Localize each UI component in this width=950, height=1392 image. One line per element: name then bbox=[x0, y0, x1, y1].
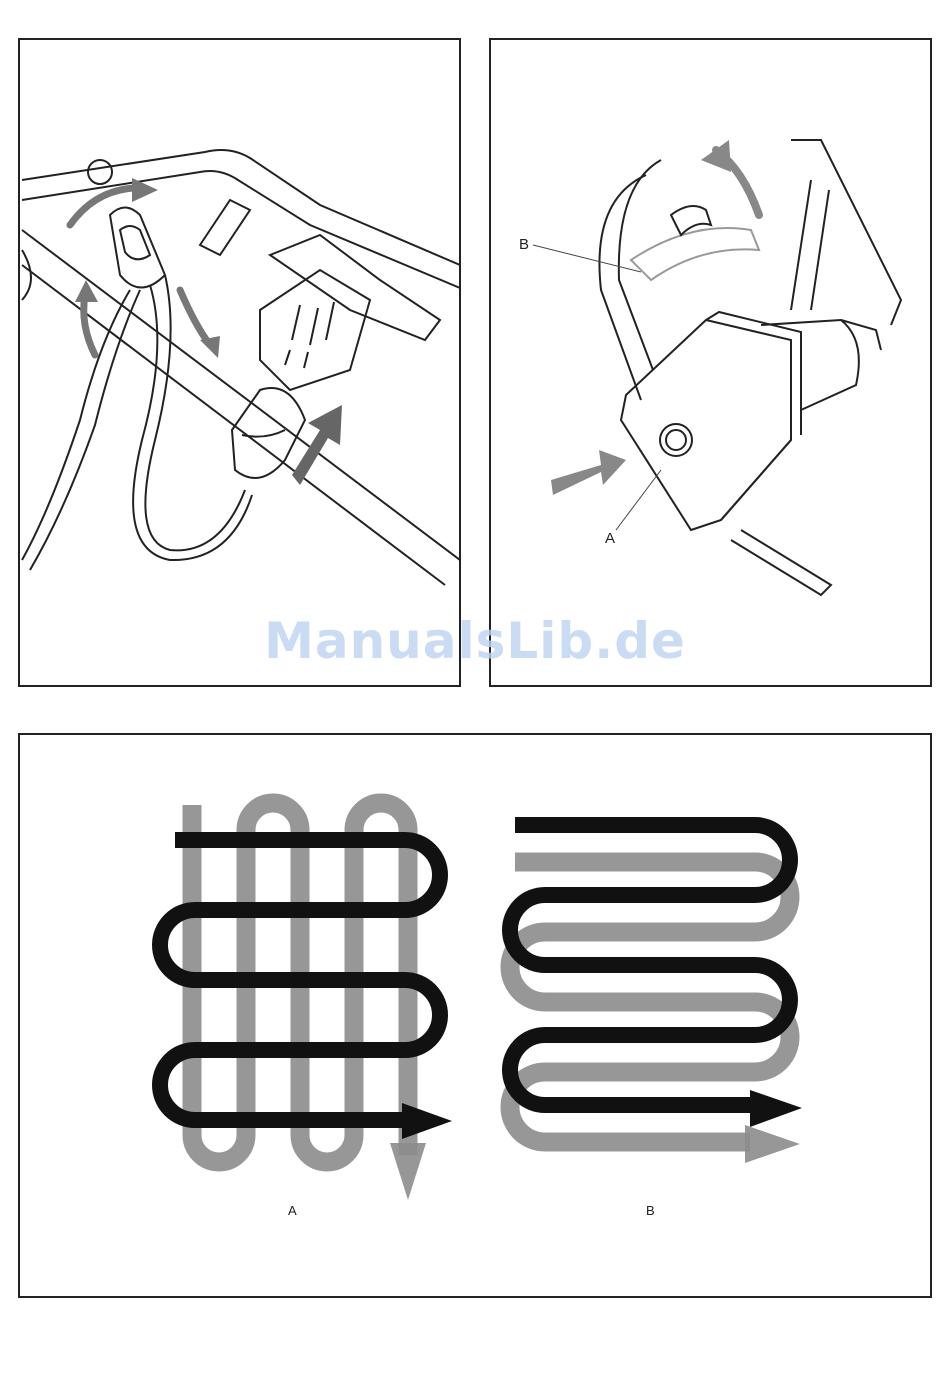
mowing-pattern-b bbox=[510, 825, 802, 1163]
callout-label-a: A bbox=[605, 530, 615, 547]
cable-hook-illustration bbox=[20, 40, 461, 687]
illustration-cable-hook bbox=[18, 38, 461, 687]
illustration-mowing-patterns: A B bbox=[18, 733, 932, 1298]
callout-label-b: B bbox=[519, 236, 529, 253]
pattern-caption-b: B bbox=[646, 1203, 655, 1218]
pattern-caption-a: A bbox=[288, 1203, 297, 1218]
mowing-patterns-svg bbox=[20, 735, 932, 1298]
illustration-switch-box: B A bbox=[489, 38, 932, 687]
mowing-pattern-a bbox=[160, 803, 452, 1200]
switch-box-illustration bbox=[491, 40, 932, 687]
